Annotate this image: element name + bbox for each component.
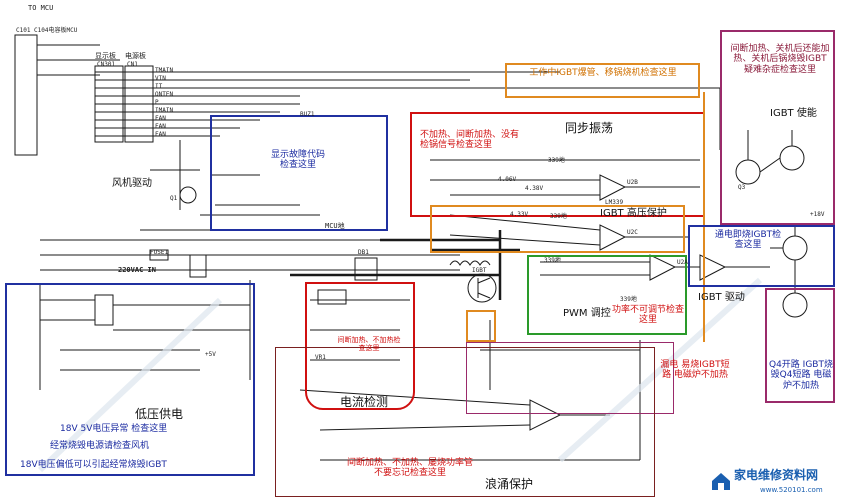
title-sync-osc: 同步振荡	[565, 121, 614, 135]
label-igbt: IGBT	[472, 267, 487, 274]
igbt-drive-box	[688, 225, 835, 287]
connector-pins	[95, 71, 320, 137]
title-current-detect: 电流检测	[340, 395, 389, 409]
label-u2c: U2C	[627, 229, 638, 236]
note-orange-top: 工作中IGBT爆管、移锅烧机检查这里	[529, 68, 677, 78]
label-mcu-gnd: MCU地	[325, 222, 345, 230]
title-low-voltage: 低压供电	[135, 407, 184, 421]
pin-label-8: FAN	[155, 131, 166, 138]
note-current-check: 间断加热、不加热检查这里	[337, 336, 401, 353]
igbt-hv-box	[430, 205, 685, 253]
pin-label-1: VIN	[155, 75, 166, 82]
orange-side-line	[697, 92, 705, 342]
igbt-enable-box	[720, 30, 835, 225]
label-vr1: VR1	[315, 354, 326, 361]
display-fault-box	[210, 115, 388, 231]
note-lv-1: 18V 5V电压异常 检查这里	[60, 424, 168, 434]
label-u2a: U2A	[677, 259, 688, 266]
label-v18: +18V	[810, 211, 825, 218]
orange-top-box	[505, 63, 700, 98]
label-display-board: 显示板	[95, 52, 116, 60]
pin-label-7: FAN	[155, 123, 166, 130]
label-ac-in: 220VAC IN	[118, 266, 156, 274]
note-surge-check: 间断加热、不加热、屡烧功率管不要忘记检查这里	[346, 458, 473, 479]
note-leak: 漏电 易烧IGBT短路 电磁炉不加热	[660, 360, 730, 381]
note-drive-check: 通电即烧IGBT检查这里	[714, 230, 782, 251]
label-gnd-339b: 339地	[550, 213, 567, 220]
label-q1: Q1	[170, 195, 178, 202]
title-fan-drive: 风机驱动	[112, 178, 152, 189]
label-lm339: LM339	[605, 199, 624, 206]
note-q4: Q4开路 IGBT烧毁Q4短路 电磁炉不加热	[769, 360, 833, 391]
title-pwm: PWM 调控	[563, 308, 611, 319]
label-to-mcu: TO MCU	[28, 4, 54, 12]
pin-label-6: FAN	[155, 115, 166, 122]
label-v5: +5V	[205, 351, 216, 358]
note-lv-2: 经常烧毁电源请检查风机	[50, 441, 150, 451]
note-no-heat-sync: 不加热、间断加热、没有检锅信号检查这里	[420, 130, 520, 151]
pin-label-3: ONTEN	[155, 91, 174, 98]
label-power-board: 电源板	[125, 52, 146, 60]
surge-box	[275, 347, 655, 497]
label-buzzer: BUZ1	[300, 111, 315, 118]
label-bridge: DB1	[358, 249, 369, 256]
pin-label-0: TMAIN	[155, 67, 174, 74]
title-surge: 浪涌保护	[485, 477, 534, 491]
pin-label-4: P	[155, 99, 159, 106]
title-igbt-hv: IGBT 高压保护	[600, 208, 667, 219]
label-gnd-339a: 339地	[548, 157, 565, 164]
q4-box	[765, 288, 835, 403]
pin-label-2: IT	[155, 83, 163, 90]
note-lv-3: 18V电压偏低可以引起经常烧毁IGBT	[20, 460, 167, 470]
current-detect-box	[305, 282, 415, 410]
note-display-fault: 显示故障代码检查这里	[270, 150, 325, 171]
note-pwm-check: 功率不可调节检查这里	[612, 305, 685, 326]
label-cn1: CN1	[127, 61, 138, 68]
label-v433: 4.33V	[510, 211, 529, 218]
brand-name: 家电维修资料网	[734, 468, 819, 482]
label-v405: 4.06V	[498, 176, 517, 183]
low-voltage-box	[5, 283, 255, 476]
leak-box	[466, 342, 674, 414]
house-icon	[712, 473, 730, 490]
brand-url[interactable]: www.520101.com	[760, 486, 823, 494]
label-u2b: U2B	[627, 179, 638, 186]
label-gnd-339d: 339地	[620, 296, 637, 303]
pin-label-5: IMAIN	[155, 107, 174, 114]
label-fuse: FUSE1	[150, 249, 169, 256]
label-gnd-339c: 339地	[544, 257, 561, 264]
label-v438: 4.38V	[525, 185, 544, 192]
label-mcu-part: C101 C104电容板MCU	[16, 27, 78, 34]
note-purple-tr: 间断加热、关机后还能加热、关机后锅烧毁IGBT 疑难杂症检查这里	[730, 44, 830, 75]
label-cn301: CN301	[97, 61, 116, 68]
pwm-box	[527, 255, 687, 335]
title-igbt-drive: IGBT 驱动	[698, 292, 745, 303]
brand-logo: 家电维修资料网 www.520101.com	[710, 466, 850, 498]
title-igbt-enable: IGBT 使能	[770, 108, 817, 119]
mcu-connector-block	[14, 34, 38, 156]
leak-small-box	[466, 310, 496, 342]
label-q3: Q3	[738, 184, 746, 191]
